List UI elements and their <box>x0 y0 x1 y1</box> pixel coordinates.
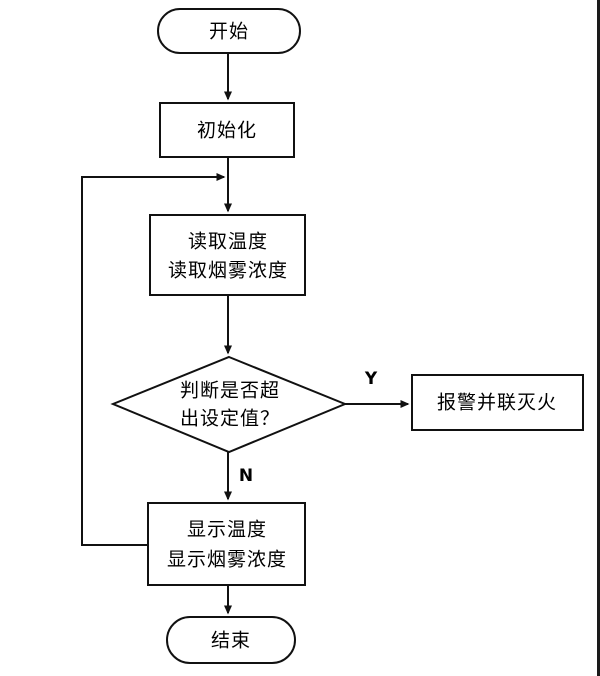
node-read <box>149 214 306 296</box>
node-end <box>166 616 296 664</box>
edge-display-to-read-feedback <box>81 173 226 546</box>
node-display-label-line2: 显示烟雾浓度 <box>167 549 287 571</box>
node-decision-label-line2: 出设定值？ <box>180 408 280 430</box>
node-read-label-line1: 读取温度 <box>188 231 268 253</box>
node-init-label: 初始化 <box>197 120 257 142</box>
node-init <box>159 102 295 158</box>
node-display <box>147 502 306 586</box>
node-display-label-line1: 显示温度 <box>187 519 267 541</box>
node-read-label-line2: 读取烟雾浓度 <box>168 260 288 282</box>
node-decision <box>110 355 348 454</box>
branch-label-no: N <box>239 466 253 486</box>
node-start <box>157 8 301 54</box>
node-start-label: 开始 <box>209 21 249 43</box>
node-alarm <box>411 374 584 431</box>
node-alarm-label: 报警并联灭火 <box>437 392 557 414</box>
branch-label-yes: Y <box>364 369 378 389</box>
node-decision-label-line1: 判断是否超 <box>180 380 280 402</box>
node-end-label: 结束 <box>211 630 251 652</box>
